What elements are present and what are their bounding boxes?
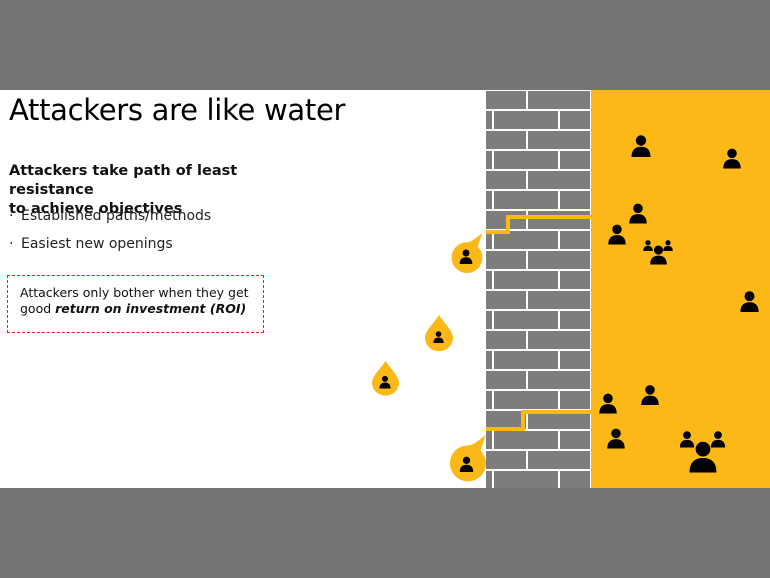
brick [528,251,590,269]
brick [528,291,590,309]
water-drop-icon [451,233,483,273]
callout-line-1: Attackers only bother when they get [20,285,249,300]
bullet-text: Established paths/methods [21,208,212,224]
brick [486,91,526,109]
water-drop-icon [425,314,453,352]
brick [494,111,558,129]
target-zone [591,90,770,488]
brick [528,371,590,389]
callout-emphasis: return on investment (ROI) [55,301,247,316]
brick [560,311,590,329]
brick [486,371,526,389]
water-drop-icon [450,434,486,482]
brick [528,91,590,109]
brick [494,391,558,409]
brick [494,311,558,329]
brick-wall [486,90,590,488]
brick [486,331,526,349]
brick [486,391,492,409]
brick [486,271,492,289]
crack-lower [486,410,591,431]
brick [528,451,590,469]
brick [560,271,590,289]
brick [486,171,526,189]
water-drops [372,233,486,482]
wall-cracks [486,215,591,431]
brick [486,191,492,209]
brick [494,351,558,369]
brick [528,411,590,429]
brick [486,411,526,429]
brick [486,251,526,269]
bullet-item: · Easiest new openings [9,236,211,264]
brick [560,351,590,369]
brick [486,131,526,149]
bullet-list: · Established paths/methods · Easiest new … [9,208,211,264]
brick [486,111,492,129]
slide: Attackers are like water Attackers take … [0,90,770,488]
brick [486,151,492,169]
water-drop-icon [372,360,399,396]
bullet-marker: · [9,208,14,224]
brick [560,191,590,209]
brick [560,111,590,129]
brick [494,471,558,488]
brick [494,231,558,249]
brick [486,311,492,329]
subtitle-line-1: Attackers take path of least resistance [9,163,238,198]
brick [486,471,492,488]
brick [560,231,590,249]
callout-prefix: good [20,301,56,316]
brick [560,471,590,488]
brick [560,151,590,169]
brick [494,271,558,289]
brick [528,171,590,189]
brick [486,451,526,469]
brick [486,351,492,369]
slide-title: Attackers are like water [9,93,346,127]
bullet-text: Easiest new openings [21,236,173,252]
bullet-marker: · [9,236,14,252]
brick [494,191,558,209]
brick [528,331,590,349]
brick [486,431,492,449]
brick [486,231,492,249]
brick [486,291,526,309]
callout-line-2: good return on investment (ROI) [20,301,251,317]
brick [528,131,590,149]
subtitle-line-2: to achieve objectives [9,201,183,217]
attack-illustration [372,90,770,488]
roi-callout: Attackers only bother when they get good… [7,275,264,333]
brick [560,391,590,409]
crack-upper [486,215,591,234]
brick [494,151,558,169]
brick [528,211,590,229]
brick [494,431,558,449]
brick [560,431,590,449]
bullet-item: · Established paths/methods [9,208,211,236]
slide-subtitle: Attackers take path of least resistance … [9,162,309,219]
